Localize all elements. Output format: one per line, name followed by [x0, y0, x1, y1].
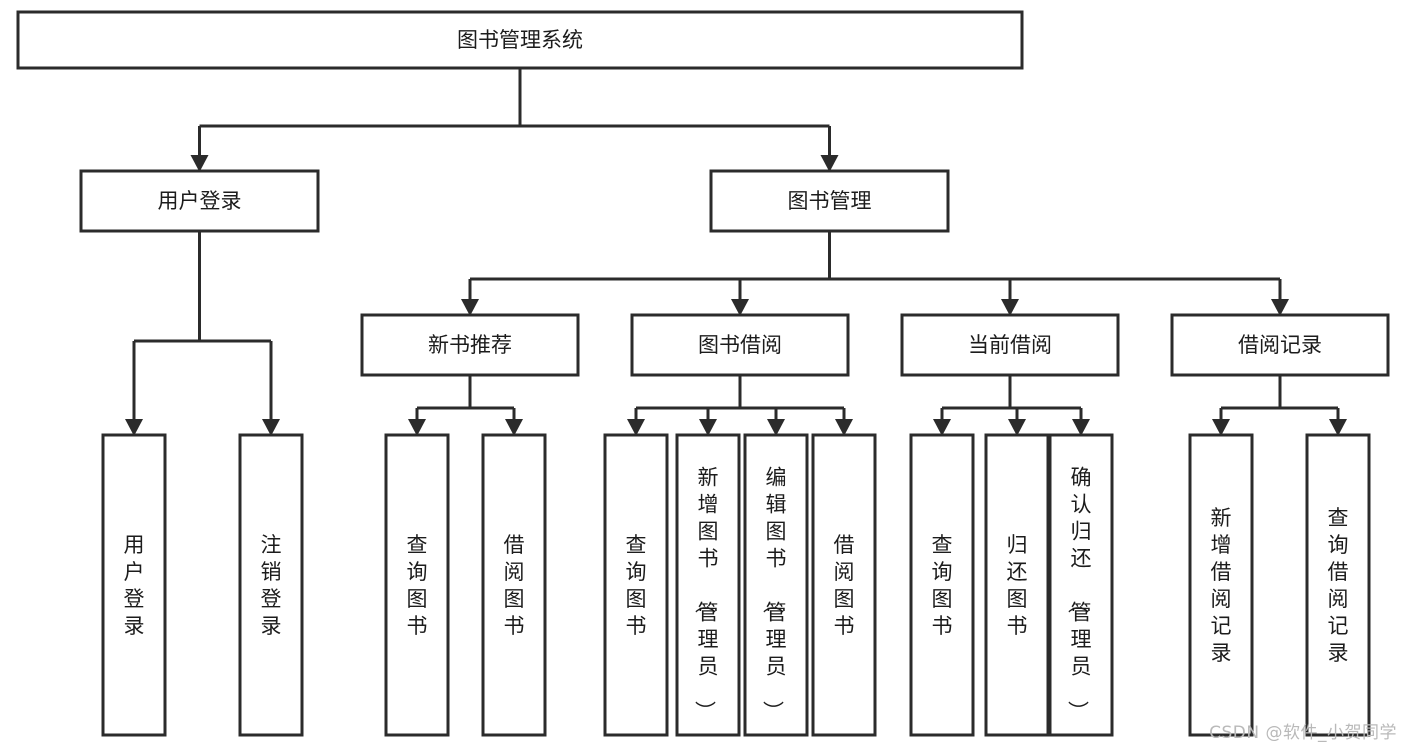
node-l-user-login[interactable]: 用户登录 — [101, 433, 167, 737]
node-label: 查询图书 — [626, 533, 647, 638]
node-box — [811, 433, 877, 737]
node-box — [1048, 433, 1114, 737]
node-label: 借阅图书 — [834, 533, 855, 638]
node-l-add-book[interactable]: 新增图书（管理员） — [675, 433, 741, 737]
node-label: 用户登录 — [158, 189, 242, 213]
node-n-book-borrow[interactable]: 图书借阅 — [630, 313, 850, 377]
node-label: 查询借阅记录 — [1328, 506, 1349, 665]
node-box — [101, 433, 167, 737]
node-root[interactable]: 图书管理系统 — [16, 10, 1024, 70]
node-label: 查询图书 — [407, 533, 428, 638]
node-label: 借阅图书 — [504, 533, 525, 638]
node-label: 查询图书 — [932, 533, 953, 638]
node-label: 图书借阅 — [698, 333, 782, 357]
node-box — [360, 313, 580, 377]
node-label: 图书管理 — [788, 189, 872, 213]
node-n-book-mgmt[interactable]: 图书管理 — [709, 169, 950, 233]
node-label: 新增图书（管理员） — [693, 466, 719, 722]
node-label: 编辑图书（管理员） — [761, 466, 787, 722]
node-label: 借阅记录 — [1238, 333, 1322, 357]
connector-layer — [125, 68, 1347, 436]
node-l-query-record[interactable]: 查询借阅记录 — [1305, 433, 1371, 737]
node-label: 归还图书 — [1007, 533, 1028, 638]
node-l-query-book-3[interactable]: 查询图书 — [909, 433, 975, 737]
node-box — [1305, 433, 1371, 737]
node-l-borrow-book-1[interactable]: 借阅图书 — [481, 433, 547, 737]
node-label: 当前借阅 — [968, 333, 1052, 357]
node-box — [630, 313, 850, 377]
node-l-return-book[interactable]: 归还图书 — [984, 433, 1050, 737]
node-l-borrow-book-2[interactable]: 借阅图书 — [811, 433, 877, 737]
node-n-user-login[interactable]: 用户登录 — [79, 169, 320, 233]
node-label: 用户登录 — [124, 533, 145, 638]
node-box — [900, 313, 1120, 377]
node-label: 新书推荐 — [428, 333, 512, 357]
node-box — [1188, 433, 1254, 737]
node-n-current-borrow[interactable]: 当前借阅 — [900, 313, 1120, 377]
node-box — [675, 433, 741, 737]
node-box — [984, 433, 1050, 737]
node-box — [79, 169, 320, 233]
node-l-confirm-return[interactable]: 确认归还（管理员） — [1048, 433, 1114, 737]
node-box — [384, 433, 450, 737]
node-l-query-book-2[interactable]: 查询图书 — [603, 433, 669, 737]
node-n-new-book-rec[interactable]: 新书推荐 — [360, 313, 580, 377]
node-box — [709, 169, 950, 233]
node-box — [603, 433, 669, 737]
node-box — [238, 433, 304, 737]
node-label: 新增借阅记录 — [1211, 506, 1232, 665]
node-box — [743, 433, 809, 737]
node-box — [1170, 313, 1390, 377]
node-l-query-book-1[interactable]: 查询图书 — [384, 433, 450, 737]
node-layer: 图书管理系统用户登录图书管理新书推荐图书借阅当前借阅借阅记录用户登录注销登录查询… — [16, 10, 1390, 737]
node-l-edit-book[interactable]: 编辑图书（管理员） — [743, 433, 809, 737]
node-label: 注销登录 — [261, 533, 282, 638]
node-l-user-logout[interactable]: 注销登录 — [238, 433, 304, 737]
node-box — [16, 10, 1024, 70]
node-l-add-record[interactable]: 新增借阅记录 — [1188, 433, 1254, 737]
node-n-borrow-record[interactable]: 借阅记录 — [1170, 313, 1390, 377]
node-label: 确认归还（管理员） — [1066, 466, 1092, 722]
node-box — [909, 433, 975, 737]
node-box — [481, 433, 547, 737]
node-label: 图书管理系统 — [457, 28, 583, 52]
